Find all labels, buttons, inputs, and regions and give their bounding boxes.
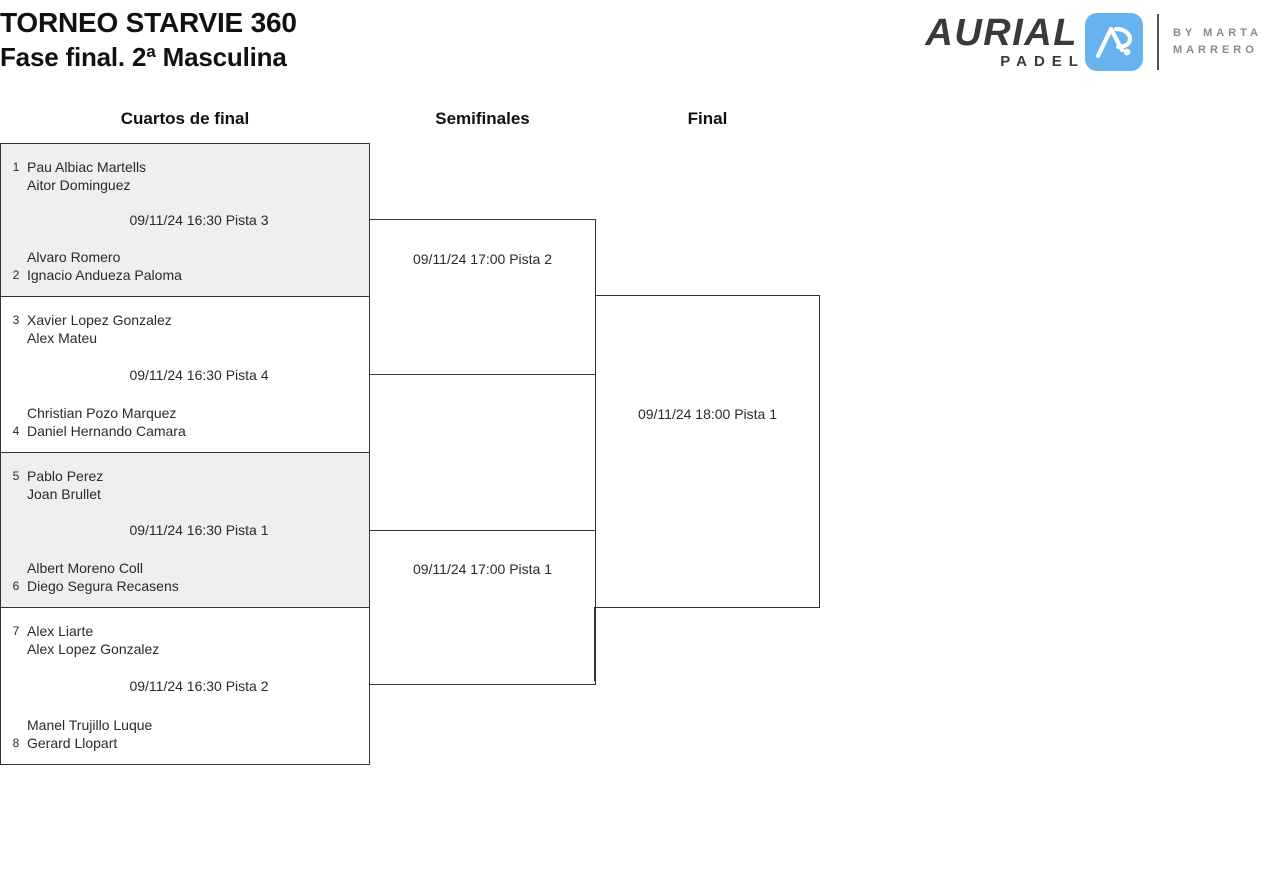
logo-byline: BY MARTA MARRERO: [1173, 25, 1262, 59]
logo-wordmark: AURIAL PADEL: [925, 14, 1078, 70]
seed-number: 8: [12, 736, 20, 750]
logo-subbrand-text: PADEL: [1000, 53, 1085, 70]
team-top: Xavier Lopez Gonzalez Alex Mateu: [27, 311, 361, 347]
team-bottom: Christian Pozo Marquez Daniel Hernando C…: [27, 404, 361, 440]
page-title: TORNEO STARVIE 360: [0, 7, 297, 38]
player-name: Alex Liarte: [27, 623, 94, 639]
player-name: Alex Lopez Gonzalez: [27, 641, 160, 657]
team-bottom: Manel Trujillo Luque Gerard Llopart: [27, 716, 361, 752]
aurial-ap-monogram-icon: [1084, 13, 1143, 71]
team-top: Pablo Perez Joan Brullet: [27, 467, 361, 503]
team-bottom: Albert Moreno Coll Diego Segura Recasens: [27, 559, 361, 595]
player-name: Xavier Lopez Gonzalez: [27, 312, 172, 328]
page-header: TORNEO STARVIE 360 Fase final. 2ª Mascul…: [0, 0, 1280, 90]
player-name: Diego Segura Recasens: [27, 578, 179, 594]
match-schedule: 09/11/24 16:30 Pista 1: [129, 522, 269, 538]
logo-byline-line-2: MARRERO: [1172, 44, 1258, 56]
seed-number: 1: [12, 160, 20, 174]
seed-number: 3: [12, 313, 20, 327]
logo-byline-line-1: BY MARTA: [1172, 27, 1262, 39]
player-name: Daniel Hernando Camara: [27, 423, 186, 439]
match-box-qf-3[interactable]: 5 Pablo Perez Joan Brullet 09/11/24 16:3…: [0, 452, 370, 608]
seed-number: 6: [12, 579, 20, 593]
seed-number: 7: [12, 624, 20, 638]
seed-number: 2: [12, 268, 20, 282]
team-top: Pau Albiac Martells Aitor Dominguez: [27, 158, 361, 194]
logo-divider: [1156, 14, 1159, 70]
player-name: Joan Brullet: [27, 486, 101, 502]
team-bottom: Alvaro Romero Ignacio Andueza Paloma: [27, 248, 361, 284]
player-name: Alex Mateu: [27, 330, 98, 346]
match-schedule: 09/11/24 16:30 Pista 2: [129, 678, 269, 694]
aurial-padel-logo: AURIAL PADEL BY MARTA MARRERO: [925, 8, 1262, 76]
logo-brand-text: AURIAL: [925, 12, 1078, 54]
match-schedule: 09/11/24 17:00 Pista 1: [412, 561, 553, 578]
page-subtitle: Fase final. 2ª Masculina: [0, 42, 287, 72]
round-header-final: Final: [687, 109, 728, 128]
player-name: Aitor Dominguez: [27, 177, 131, 193]
match-box-qf-2[interactable]: 3 Xavier Lopez Gonzalez Alex Mateu 09/11…: [0, 296, 370, 453]
player-name: Christian Pozo Marquez: [27, 405, 177, 421]
player-name: Pau Albiac Martells: [27, 159, 147, 175]
round-header-semifinals: Semifinales: [435, 109, 530, 128]
match-box-sf-1[interactable]: 09/11/24 17:00 Pista 2: [369, 219, 596, 375]
match-schedule: 09/11/24 16:30 Pista 3: [129, 212, 269, 228]
player-name: Manel Trujillo Luque: [27, 717, 153, 733]
match-box-sf-2[interactable]: 09/11/24 17:00 Pista 1: [369, 530, 596, 685]
seed-number: 5: [12, 469, 20, 483]
title-block: TORNEO STARVIE 360 Fase final. 2ª Mascul…: [0, 6, 297, 74]
round-header-quarterfinals: Cuartos de final: [120, 109, 250, 128]
match-box-qf-1[interactable]: 1 Pau Albiac Martells Aitor Dominguez 09…: [0, 143, 370, 297]
player-name: Ignacio Andueza Paloma: [27, 267, 182, 283]
player-name: Pablo Perez: [27, 468, 104, 484]
match-box-qf-4[interactable]: 7 Alex Liarte Alex Lopez Gonzalez 09/11/…: [0, 607, 370, 765]
player-name: Alvaro Romero: [27, 249, 121, 265]
match-schedule: 09/11/24 18:00 Pista 1: [637, 406, 778, 423]
player-name: Albert Moreno Coll: [27, 560, 143, 576]
match-schedule: 09/11/24 16:30 Pista 4: [129, 366, 269, 383]
team-top: Alex Liarte Alex Lopez Gonzalez: [27, 622, 361, 658]
match-box-final[interactable]: 09/11/24 18:00 Pista 1: [595, 295, 820, 608]
seed-number: 4: [12, 424, 20, 438]
match-schedule: 09/11/24 17:00 Pista 2: [412, 250, 553, 267]
champion-connector-line: [594, 607, 595, 681]
player-name: Gerard Llopart: [27, 735, 118, 751]
